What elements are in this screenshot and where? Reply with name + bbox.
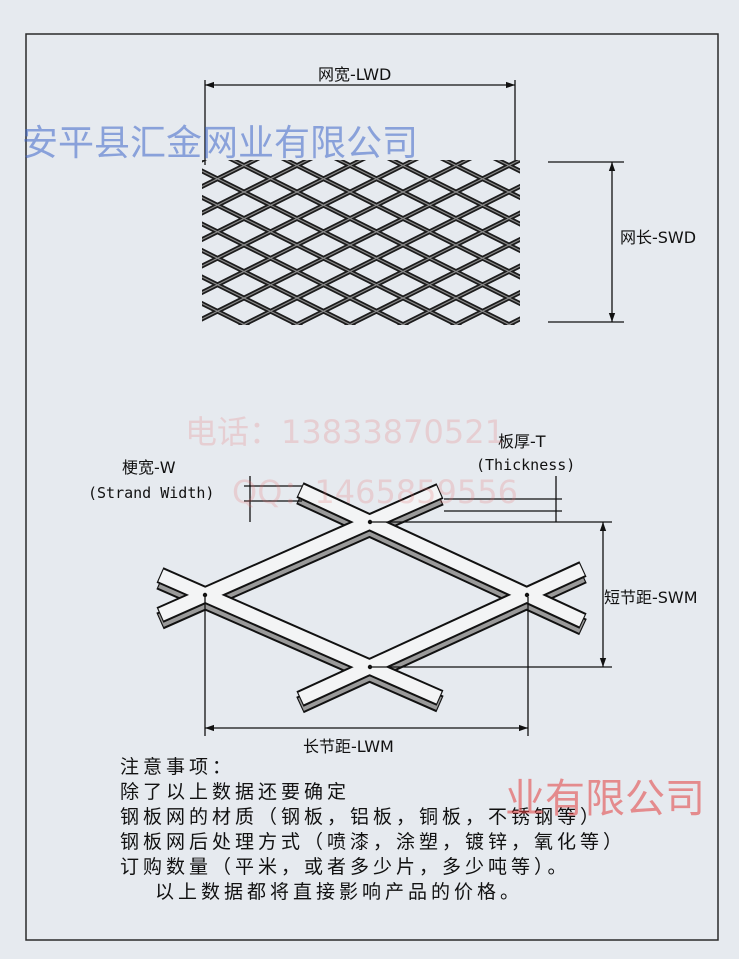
note-line: 以上数据都将直接影响产品的价格。	[155, 881, 523, 903]
lwm-label: 长节距-LWM	[303, 737, 394, 756]
mesh-strand-highlight	[400, 265, 520, 325]
mesh-strand-highlight	[202, 276, 300, 325]
notes-heading: 注意事项：	[120, 756, 235, 778]
node-top	[367, 519, 373, 525]
mesh-panel: 网宽-LWD 网长-SWD	[202, 65, 696, 325]
mesh-strand-highlight	[453, 291, 520, 325]
mesh-strand-highlight	[231, 160, 520, 305]
watermark-phone: 电话：13833870521	[185, 413, 505, 451]
mesh-strand-highlight	[202, 160, 520, 320]
mesh-strand-highlight	[202, 160, 257, 188]
mesh-strand-highlight	[202, 160, 363, 241]
strand-width-label-en: (Strand Width)	[88, 484, 214, 502]
mesh-strand-highlight	[347, 238, 520, 325]
mesh-strand-highlight	[202, 160, 416, 267]
mesh-strand-highlight	[241, 185, 520, 325]
swd-label: 网长-SWD	[620, 228, 696, 247]
mesh-strand-highlight	[202, 160, 469, 294]
notes-block: 注意事项： 除了以上数据还要确定 钢板网的材质（钢板，铝板，铜板，不锈钢等） 钢…	[120, 756, 626, 903]
thickness-label: 板厚-T	[498, 432, 546, 451]
note-line: 除了以上数据还要确定	[120, 781, 350, 803]
watermark-qq: QQ：1465859556	[232, 473, 518, 511]
lwd-label: 网宽-LWD	[318, 65, 391, 84]
mesh-strand-highlight	[443, 160, 520, 199]
note-line: 钢板网后处理方式（喷漆，涂塑，镀锌，氧化等）	[120, 831, 626, 853]
node-left	[202, 592, 208, 598]
swm-label: 短节距-SWM	[604, 588, 698, 607]
note-line: 订购数量（平米，或者多少片，多少吨等）。	[120, 856, 571, 878]
expanded-mesh	[202, 160, 520, 325]
page-frame	[25, 33, 719, 941]
mesh-strand-highlight	[202, 160, 310, 214]
mesh-strand-highlight	[202, 223, 406, 325]
thickness-label-en: (Thickness)	[476, 456, 575, 474]
mesh-strand-highlight	[294, 212, 520, 325]
strand-4	[298, 563, 585, 705]
strand-3	[158, 569, 442, 704]
mesh-strand-highlight	[284, 160, 520, 278]
mesh-strand-highlight	[202, 196, 459, 325]
node-bottom	[367, 664, 373, 670]
strand-1	[298, 484, 585, 627]
watermark-company: 安平县汇金网业有限公司	[22, 123, 418, 164]
watermarks: 安平县汇金网业有限公司 电话：13833870521 QQ：1465859556…	[22, 123, 705, 822]
watermark-company-partial: 业有限公司	[505, 776, 705, 822]
strand-width-label: 梗宽-W	[122, 458, 176, 477]
mesh-strand-highlight	[390, 160, 520, 225]
mesh-strand-highlight	[202, 249, 353, 325]
node-right	[524, 592, 530, 598]
mesh-strand-highlight	[202, 170, 512, 325]
strand-panel: 梗宽-W (Strand Width) 板厚-T (Thickness) 短节距…	[88, 432, 698, 756]
note-line: 钢板网的材质（钢板，铝板，铜板，不锈钢等）	[120, 806, 603, 828]
mesh-strand-highlight	[337, 160, 520, 252]
